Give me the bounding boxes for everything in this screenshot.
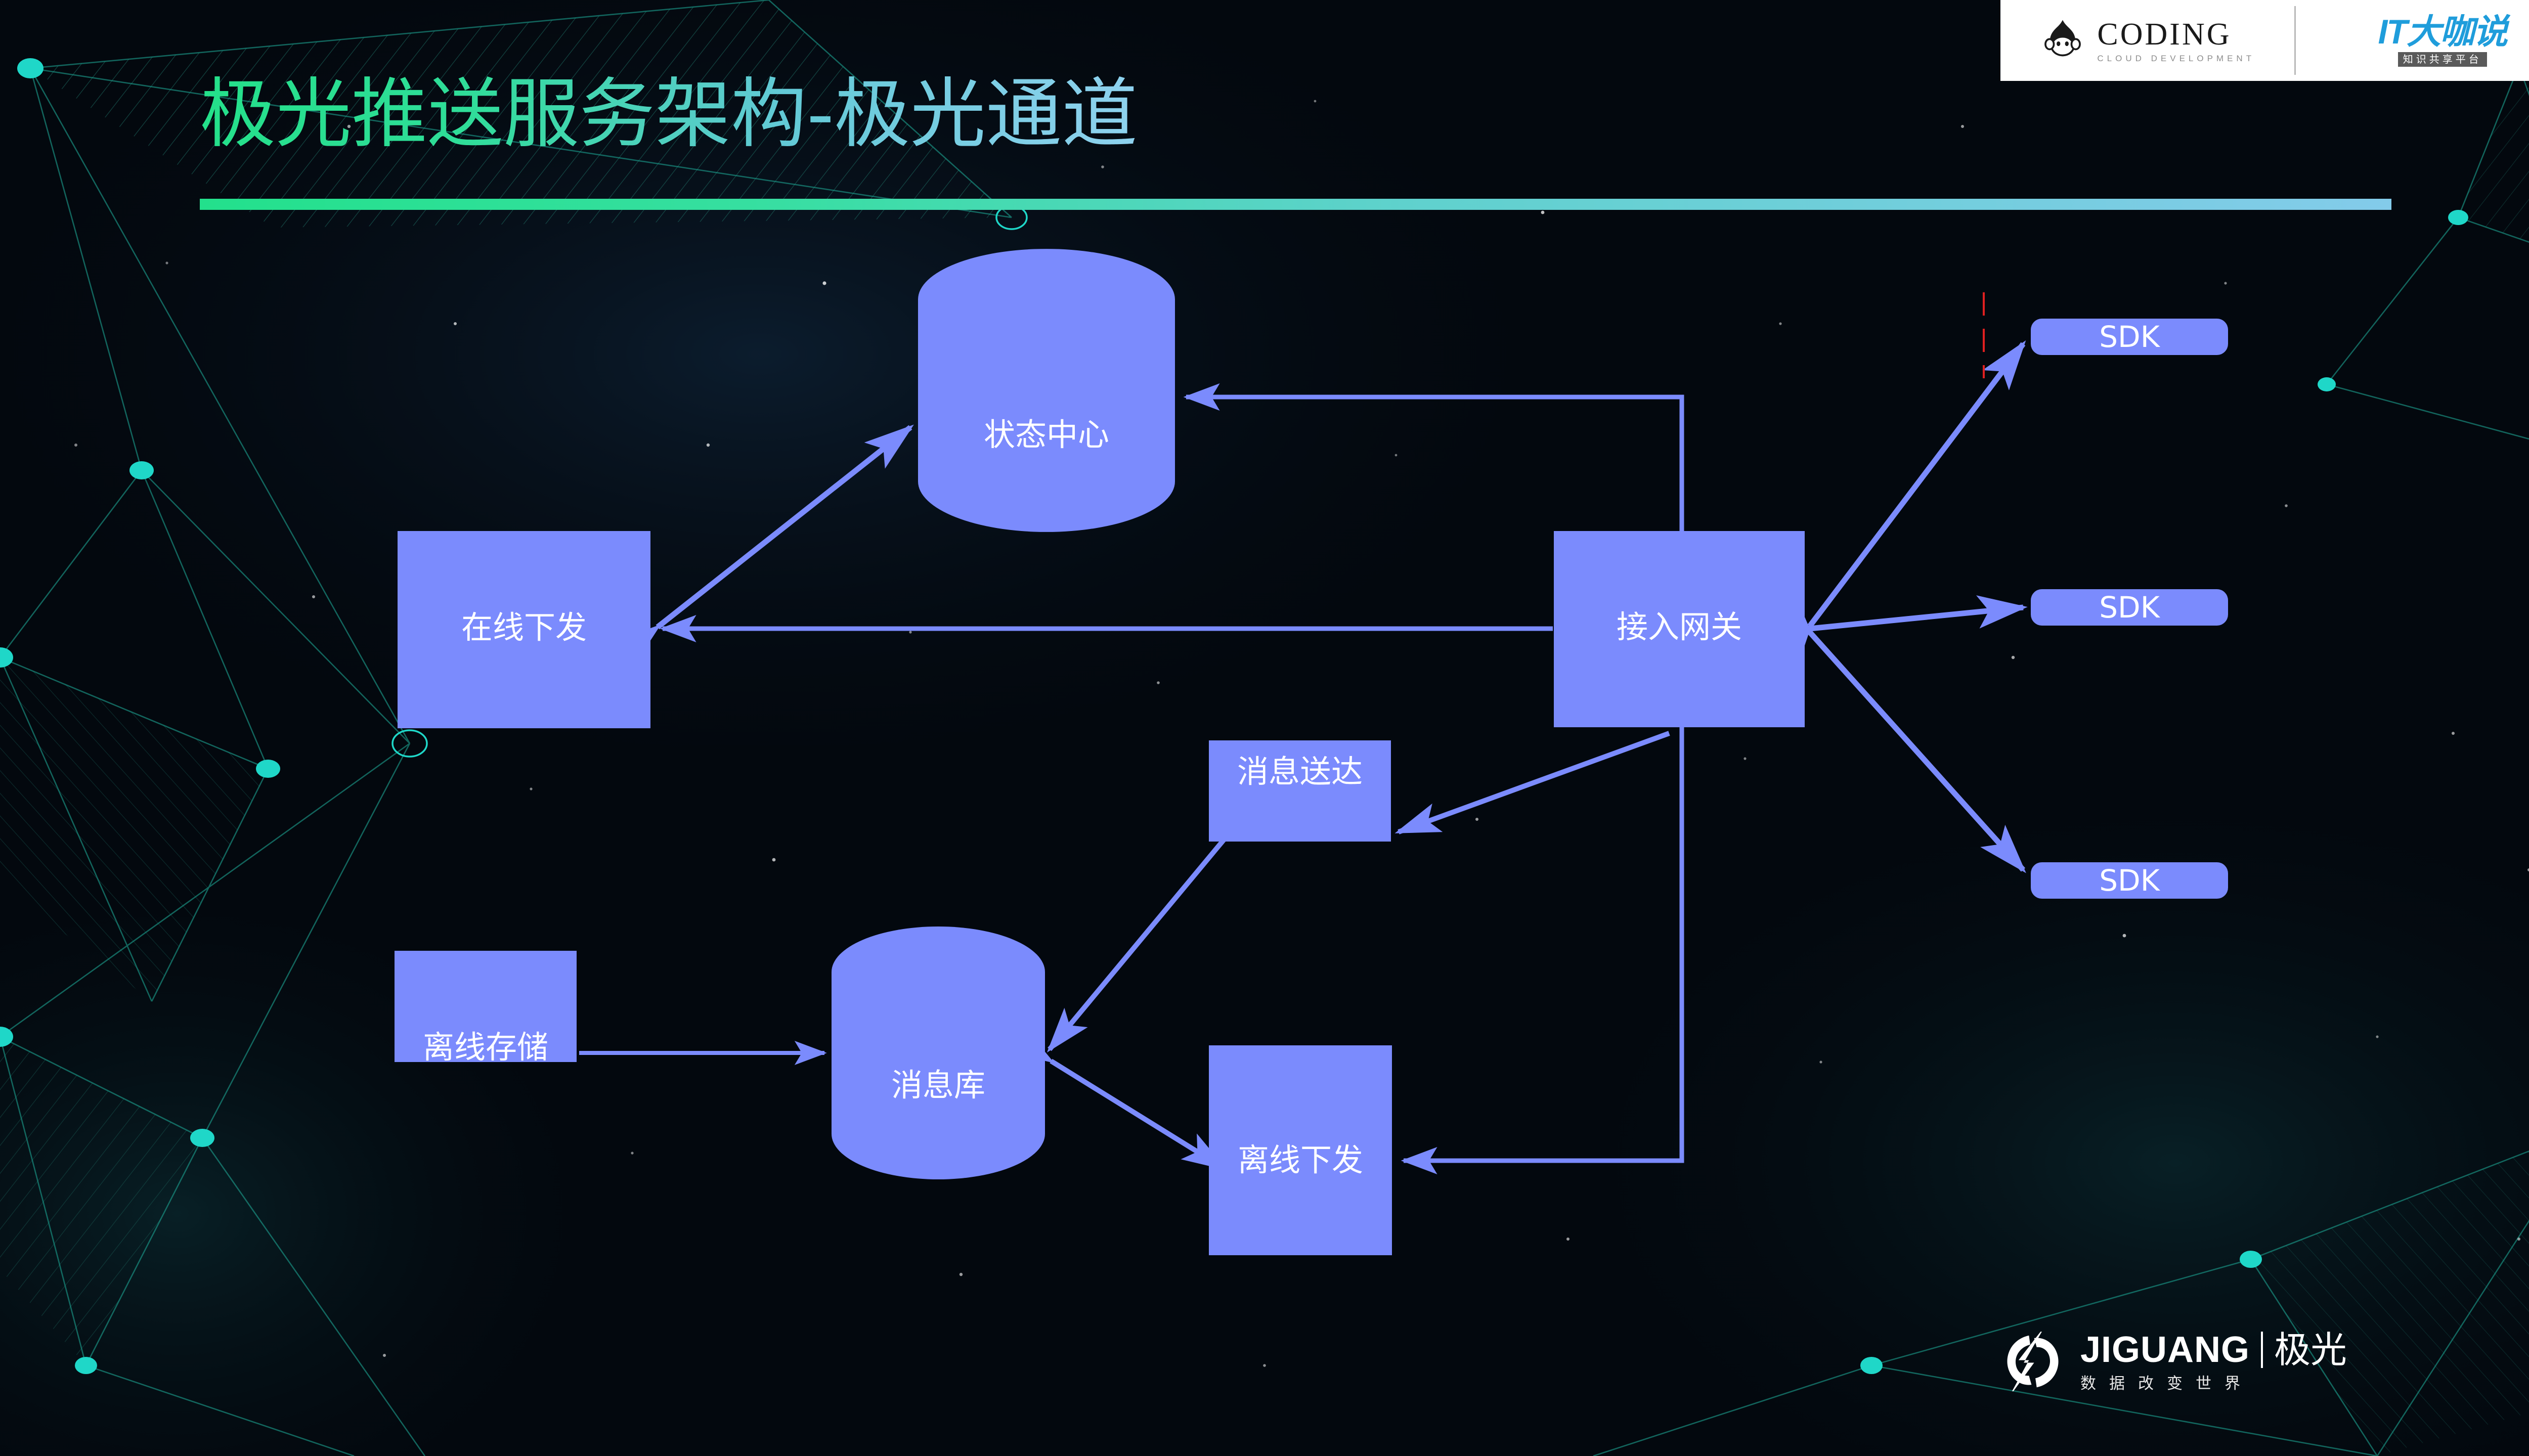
- edge-msgdb-offline: [1008, 1026, 1228, 1171]
- node-label: 消息库: [891, 1067, 985, 1104]
- jiguang-divider: [2261, 1331, 2263, 1368]
- node-label: 离线存储: [423, 1029, 548, 1066]
- jiguang-tagline: 数据改变世界: [2080, 1374, 2253, 1393]
- coding-tagline: CLOUD DEVELOPMENT: [2097, 53, 2255, 63]
- itdakashuo-tagline: 知识共享平台: [2397, 52, 2487, 67]
- coding-logo: CODING CLOUD DEVELOPMENT: [2000, 0, 2294, 81]
- node-label: SDK: [2099, 863, 2160, 898]
- node-sdk-3[interactable]: SDK: [2031, 862, 2228, 899]
- title-underline-rule: [200, 199, 2391, 210]
- edge-gateway-to-status: [1183, 383, 1684, 531]
- node-message-delivered[interactable]: 消息送达: [1209, 740, 1391, 842]
- node-offline-delivery[interactable]: 离线下发: [1209, 1045, 1392, 1255]
- node-label: 消息送达: [1237, 753, 1363, 790]
- jiguang-wordmark-cn: 极光: [2274, 1328, 2347, 1371]
- node-access-gateway[interactable]: 接入网关: [1554, 531, 1805, 727]
- node-label: 状态中心: [984, 416, 1109, 453]
- logo-divider: [2294, 6, 2296, 75]
- coding-wordmark: CODING: [2097, 17, 2232, 52]
- jiguang-mark-icon: [2007, 1332, 2059, 1391]
- itdakashuo-wordmark: IT大咖说: [2378, 12, 2508, 51]
- connector-layer: [579, 340, 2028, 1174]
- node-label: 在线下发: [461, 609, 587, 646]
- node-label: SDK: [2099, 590, 2160, 625]
- edge-gateway-sdk2: [1762, 595, 2028, 650]
- edge-gateway-to-delivered: [1394, 731, 1670, 834]
- node-message-db[interactable]: 消息库: [832, 926, 1045, 1179]
- node-status-center[interactable]: 状态中心: [918, 249, 1175, 532]
- node-sdk-2[interactable]: SDK: [2031, 589, 2228, 626]
- edge-gateway-sdk1: [1769, 340, 2026, 673]
- node-label: 离线下发: [1238, 1141, 1363, 1178]
- coding-monkey-icon: [2044, 20, 2081, 57]
- edge-online-status: [611, 424, 914, 669]
- edge-delivered-to-msgdb: [1047, 837, 1226, 1053]
- node-label: 接入网关: [1617, 608, 1742, 645]
- itdakashuo-logo: IT大咖说 知识共享平台: [2296, 0, 2529, 81]
- node-offline-storage[interactable]: 离线存储: [395, 951, 577, 1066]
- jiguang-wordmark-en: JIGUANG: [2080, 1329, 2250, 1370]
- node-sdk-1[interactable]: SDK: [2031, 319, 2228, 355]
- node-layer: 状态中心 在线下发 接入网关 消息送达 离线存储 消息库: [395, 249, 2228, 1255]
- node-label: SDK: [2099, 320, 2160, 354]
- jiguang-footer-logo: JIGUANG 极光 数据改变世界: [2000, 1329, 2347, 1394]
- page-title: 极光推送服务架构-极光通道: [200, 70, 1138, 158]
- node-online-delivery[interactable]: 在线下发: [398, 531, 650, 728]
- edge-gateway-to-offline: [1401, 727, 1684, 1174]
- edge-gateway-sdk3: [1767, 587, 2026, 873]
- header-logo-bar: CODING CLOUD DEVELOPMENT IT大咖说 知识共享平台: [2000, 0, 2529, 81]
